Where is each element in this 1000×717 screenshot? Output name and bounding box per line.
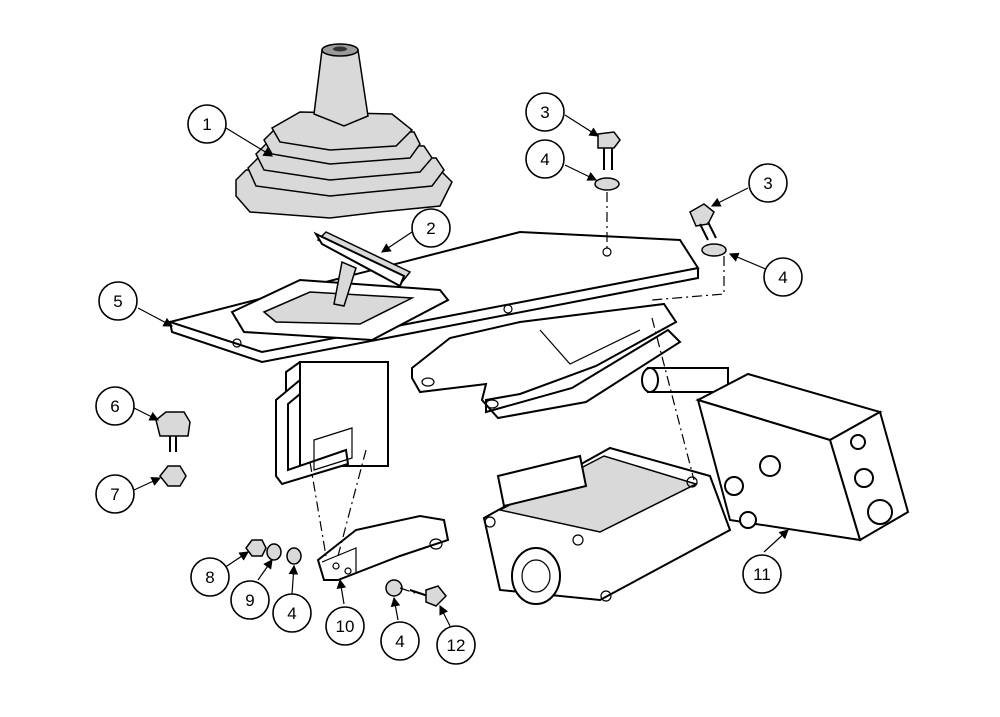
callout-1: 1 [187,104,227,144]
callout-4-bolt: 4 [380,621,420,661]
callout-label: 12 [447,636,466,655]
callout-6: 6 [95,386,135,426]
callout-12: 12 [436,625,476,665]
knob-6 [155,411,191,452]
callout-4-right: 4 [763,257,803,297]
callout-label: 10 [336,617,355,636]
valve-housing [482,446,732,605]
callout-3-top: 3 [525,92,565,132]
bolt-3-right [689,203,717,241]
callout-label: 6 [110,397,119,416]
washer-4-lower [286,547,302,565]
callout-label: 8 [205,568,214,587]
callout-label: 11 [753,565,771,584]
callout-label: 4 [287,604,296,623]
alignment-lines [309,192,725,595]
callout-label: 3 [763,174,772,193]
washer-4-right [701,243,727,257]
bolt-3-top [597,131,621,170]
callout-label: 1 [202,115,211,134]
callout-label: 7 [110,485,119,504]
gaiter-boot [235,43,453,219]
callout-label: 2 [426,219,435,238]
callout-11: 11 [742,554,782,594]
leader-lines [133,114,789,627]
gear-lever [313,231,412,307]
nut-8 [245,539,267,557]
callout-10: 10 [325,606,365,646]
callout-4-lower: 4 [272,593,312,633]
callout-label: 4 [540,150,549,169]
clevis-link [316,514,450,581]
selector-valve [641,367,910,542]
nut-7 [159,465,187,487]
callout-label: 4 [778,268,787,287]
callout-label: 9 [245,591,254,610]
callout-label: 3 [540,103,549,122]
callout-8: 8 [190,557,230,597]
callout-label: 4 [395,632,404,651]
callout-9: 9 [230,580,270,620]
callout-4-top: 4 [525,139,565,179]
callout-5: 5 [98,281,138,321]
callout-2: 2 [411,208,451,248]
washer-4-top [594,177,620,191]
washer-9 [266,543,282,561]
callout-label: 5 [113,292,122,311]
lever-mechanism [275,361,389,486]
mounting-plate [166,230,700,364]
washer-4-bolt [385,579,403,597]
callout-3-right: 3 [748,163,788,203]
linkage-bracket [411,302,682,420]
bolt-12 [409,585,448,607]
callout-7: 7 [95,474,135,514]
